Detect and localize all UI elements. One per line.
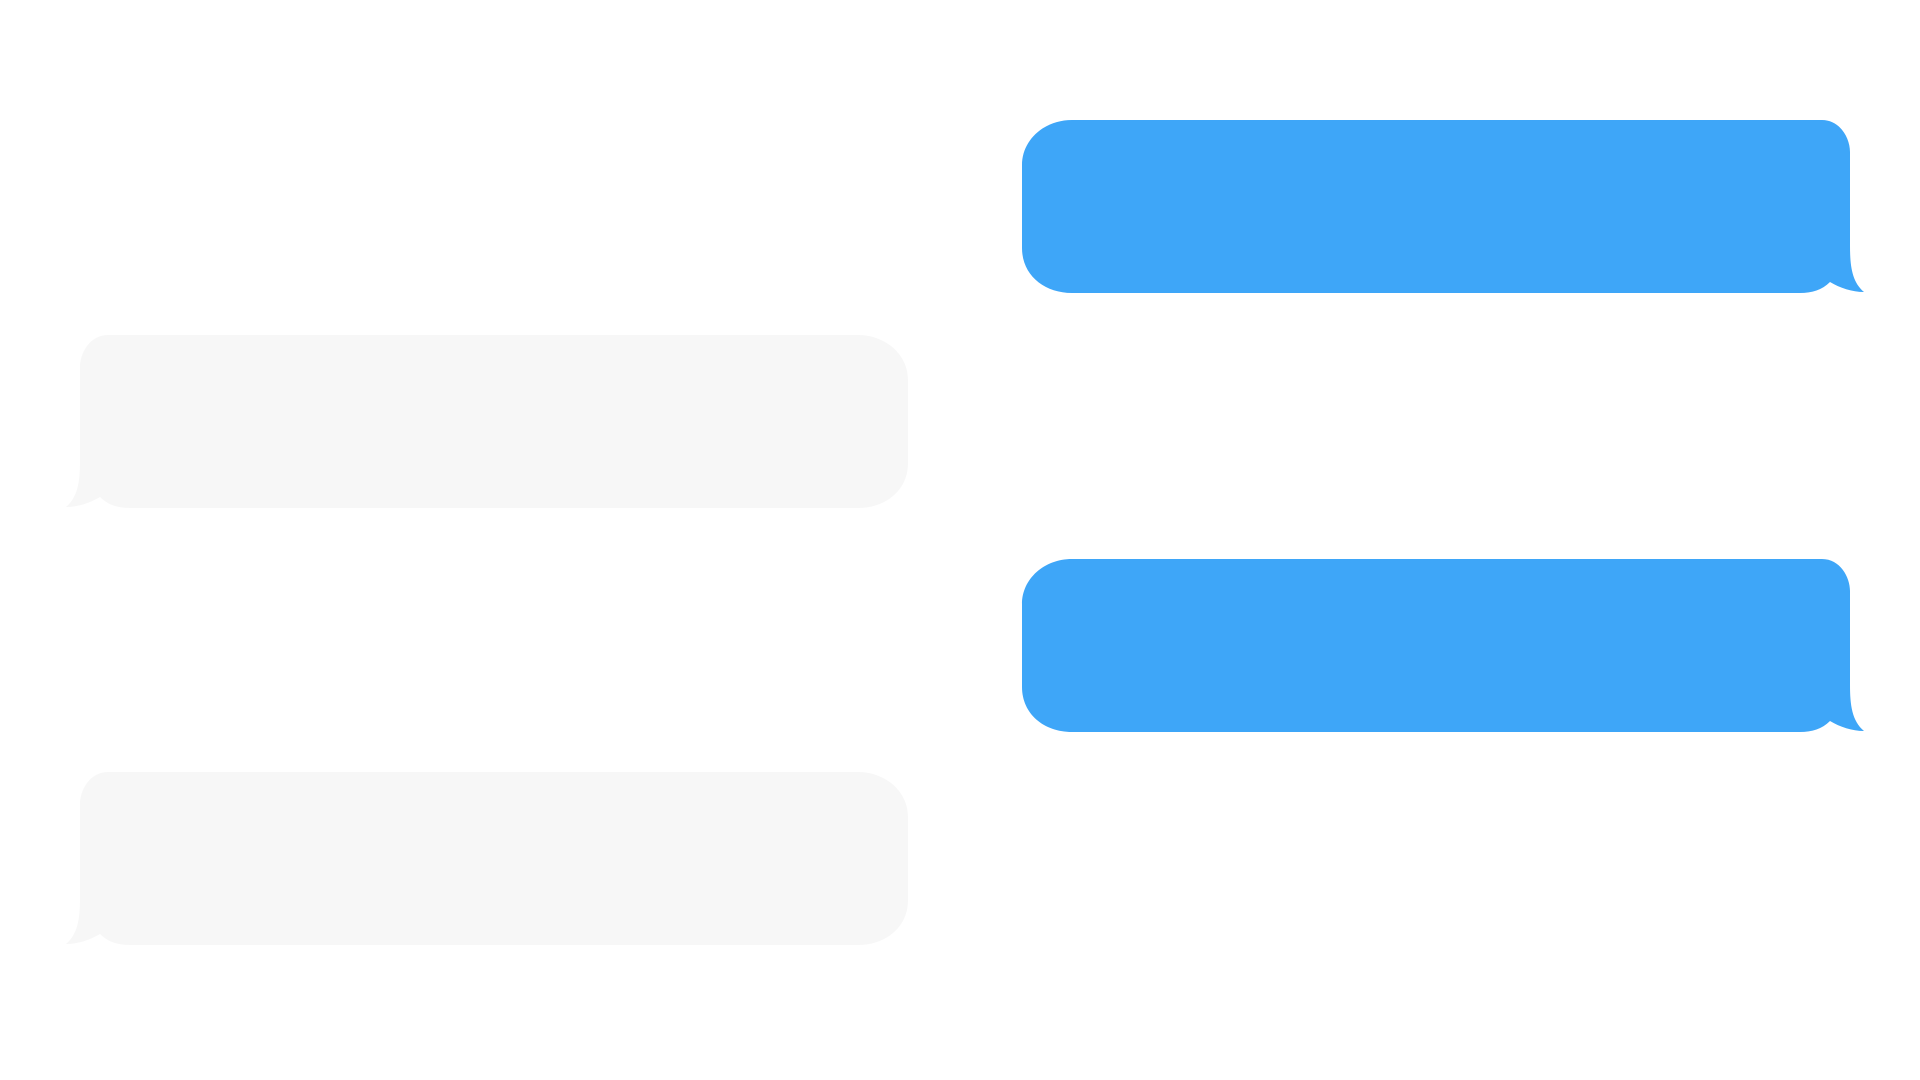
sent-message-text — [1082, 559, 1798, 735]
sent-bubble-shape — [1022, 120, 1864, 293]
received-message-bubble[interactable] — [66, 335, 908, 511]
received-message-text — [132, 335, 848, 511]
received-bubble-shape — [66, 772, 908, 945]
sent-bubble-shape — [1022, 559, 1864, 732]
received-message-text — [132, 772, 848, 948]
sent-message-bubble[interactable] — [1022, 559, 1864, 735]
sent-message-bubble[interactable] — [1022, 120, 1864, 296]
received-message-bubble[interactable] — [66, 772, 908, 948]
received-bubble-shape — [66, 335, 908, 508]
sent-message-text — [1082, 120, 1798, 296]
